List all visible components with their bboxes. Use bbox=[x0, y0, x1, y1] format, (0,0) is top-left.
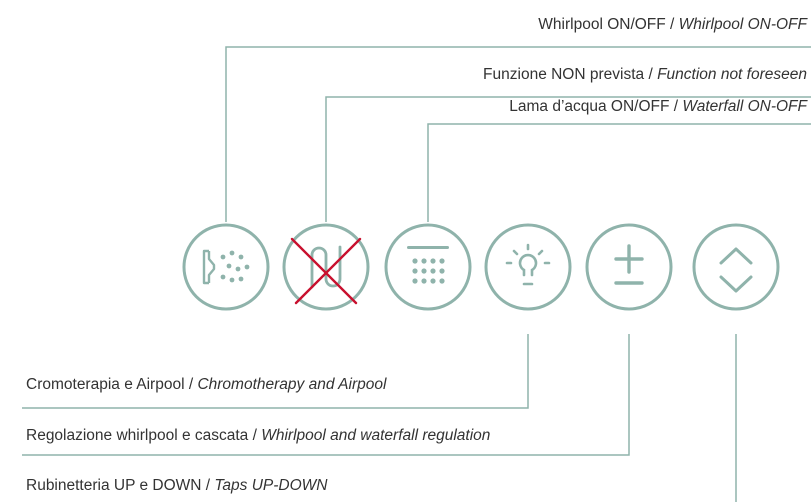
label-waterfall-it: Lama d’acqua ON/OFF bbox=[509, 98, 670, 115]
label-regulation-en: Whirlpool and waterfall regulation bbox=[261, 427, 491, 444]
label-not-foreseen-it: Funzione NON prevista bbox=[483, 66, 645, 83]
leader-line-whirlpool bbox=[225, 46, 811, 222]
chevron-up-down-icon bbox=[719, 247, 753, 293]
cross-mark-icon bbox=[290, 237, 362, 305]
whirlpool-button[interactable] bbox=[182, 223, 270, 311]
label-chromotherapy: Cromoterapia e Airpool / Chromotherapy a… bbox=[26, 376, 386, 394]
label-chromotherapy-it: Cromoterapia e Airpool bbox=[26, 376, 185, 393]
leader-line-waterfall bbox=[427, 123, 811, 222]
label-not-foreseen-en: Function not foreseen bbox=[657, 66, 807, 83]
plus-minus-icon bbox=[614, 244, 644, 285]
leader-line-not-foreseen bbox=[325, 96, 811, 222]
leader-line-chromotherapy bbox=[22, 334, 529, 409]
waterfall-button[interactable] bbox=[384, 223, 472, 311]
light-bulb-icon bbox=[505, 243, 551, 286]
waterfall-icon bbox=[407, 246, 449, 284]
chromotherapy-button[interactable] bbox=[484, 223, 572, 311]
label-whirlpool-en: Whirlpool ON-OFF bbox=[678, 16, 807, 33]
separator: / bbox=[665, 16, 679, 33]
label-whirlpool: Whirlpool ON/OFF / Whirlpool ON-OFF bbox=[538, 16, 807, 34]
separator: / bbox=[644, 66, 658, 83]
taps-button[interactable] bbox=[692, 223, 780, 311]
label-waterfall: Lama d’acqua ON/OFF / Waterfall ON-OFF bbox=[509, 98, 807, 116]
label-taps-it: Rubinetteria UP e DOWN bbox=[26, 477, 202, 494]
separator: / bbox=[669, 98, 683, 115]
label-regulation: Regolazione whirlpool e cascata / Whirlp… bbox=[26, 427, 490, 445]
label-whirlpool-it: Whirlpool ON/OFF bbox=[538, 16, 666, 33]
whirlpool-jet-icon bbox=[202, 249, 250, 285]
separator: / bbox=[201, 477, 215, 494]
label-taps-en: Taps UP-DOWN bbox=[214, 477, 328, 494]
label-regulation-it: Regolazione whirlpool e cascata bbox=[26, 427, 249, 444]
leader-line-regulation bbox=[22, 334, 630, 456]
separator: / bbox=[184, 376, 198, 393]
label-not-foreseen: Funzione NON prevista / Function not for… bbox=[483, 66, 807, 84]
separator: / bbox=[248, 427, 262, 444]
regulation-button[interactable] bbox=[585, 223, 673, 311]
label-chromotherapy-en: Chromotherapy and Airpool bbox=[197, 376, 387, 393]
label-waterfall-en: Waterfall ON-OFF bbox=[682, 98, 807, 115]
not-foreseen-button[interactable] bbox=[282, 223, 370, 311]
label-taps: Rubinetteria UP e DOWN / Taps UP-DOWN bbox=[26, 477, 327, 495]
